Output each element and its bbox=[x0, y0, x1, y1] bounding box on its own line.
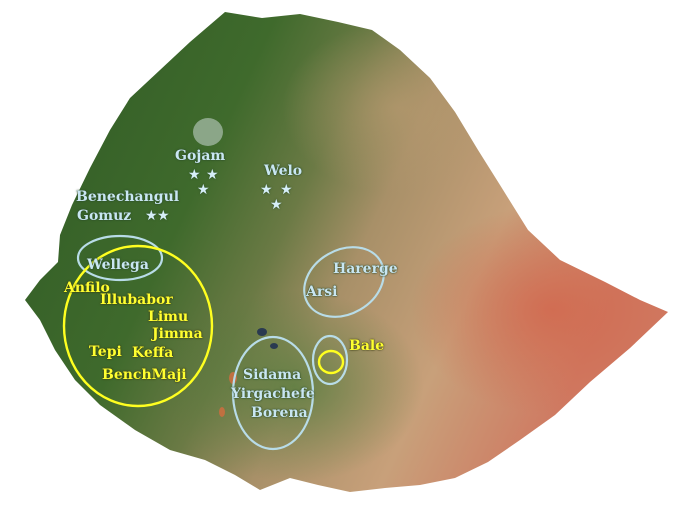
southwest-yellow-circle bbox=[62, 244, 214, 408]
bale-yellow-circle bbox=[317, 349, 345, 375]
region-label-illubabor: Illubabor bbox=[100, 292, 173, 308]
gomuz-star-icon: ★ bbox=[157, 208, 170, 224]
welo-star-icon: ★ bbox=[280, 182, 293, 198]
region-label-anfilo: Anfilo bbox=[64, 280, 110, 296]
region-label-gomuz: Gomuz bbox=[77, 208, 132, 224]
region-label-keffa: Keffa bbox=[132, 345, 174, 361]
gojam-star-icon: ★ bbox=[197, 182, 210, 198]
region-label-bale: Bale bbox=[349, 338, 385, 354]
rift-lake bbox=[257, 328, 267, 336]
harerge-arsi-circle bbox=[303, 246, 385, 318]
region-label-borena: Borena bbox=[251, 405, 308, 421]
gojam-star-icon: ★ bbox=[206, 167, 219, 183]
welo-star-icon: ★ bbox=[270, 197, 283, 213]
gomuz-star-icon: ★ bbox=[145, 208, 158, 224]
rift-lake bbox=[270, 343, 278, 349]
welo-star-icon: ★ bbox=[260, 182, 273, 198]
region-label-arsi: Arsi bbox=[306, 284, 338, 300]
region-label-jimma: Jimma bbox=[152, 326, 203, 342]
sidama-circle bbox=[231, 335, 315, 451]
region-label-benechangul: Benechangul bbox=[76, 189, 180, 205]
gojam-star-icon: ★ bbox=[188, 167, 201, 183]
region-label-wellega: Wellega bbox=[87, 257, 149, 273]
region-label-limu: Limu bbox=[148, 309, 189, 325]
north-highland-shading bbox=[25, 12, 668, 492]
region-label-welo: Welo bbox=[264, 163, 303, 179]
rift-lake bbox=[219, 407, 225, 417]
region-label-sidama: Sidama bbox=[243, 367, 302, 383]
region-label-tepi: Tepi bbox=[89, 344, 122, 360]
region-label-yirgachefe: Yirgachefe bbox=[231, 386, 315, 402]
bale-outer-circle bbox=[311, 334, 349, 386]
region-label-harerge: Harerge bbox=[333, 261, 398, 277]
region-label-benchmaji: BenchMaji bbox=[102, 367, 187, 383]
region-label-gojam: Gojam bbox=[175, 148, 226, 164]
wellega-circle bbox=[76, 234, 164, 282]
lake-tana bbox=[193, 118, 223, 146]
